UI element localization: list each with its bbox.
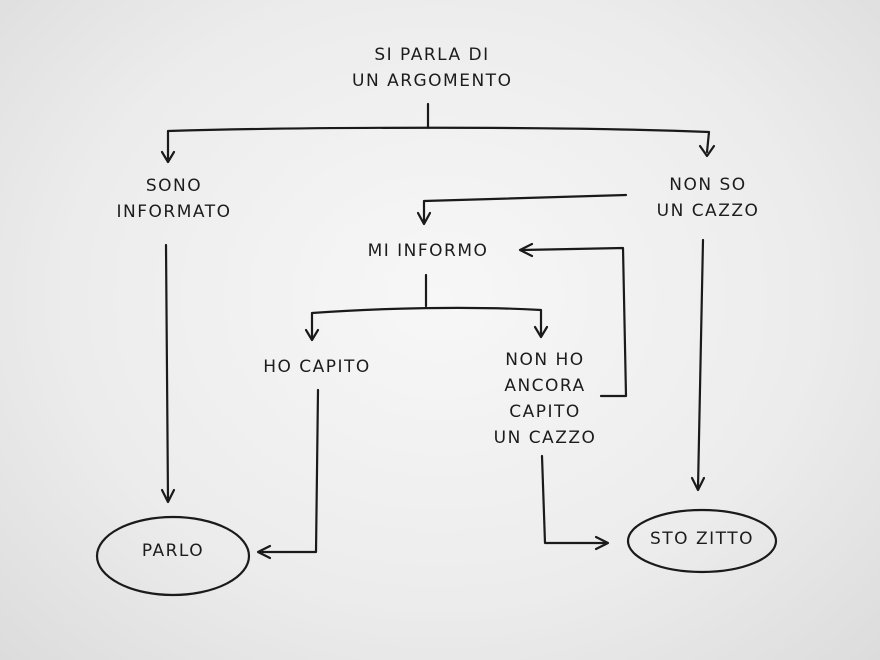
node-root: SI PARLA DI UN ARGOMENTO bbox=[352, 42, 512, 94]
node-root-line-2: UN ARGOMENTO bbox=[352, 71, 513, 91]
arrowhead-to-silent-2 bbox=[594, 535, 610, 551]
connector-not-know-to-inform bbox=[422, 193, 628, 224]
node-silent: STO ZITTO bbox=[640, 526, 764, 552]
arrowhead-loop-back bbox=[518, 242, 534, 258]
arrowhead-to-understood bbox=[304, 328, 320, 342]
node-not-understood-line-4: UN CAZZO bbox=[493, 428, 597, 448]
connector-informed-to-speak bbox=[164, 243, 170, 502]
arrowhead-understood-to-speak bbox=[256, 544, 272, 560]
node-not-understood-line-3: CAPITO bbox=[509, 402, 581, 422]
connector-root-split bbox=[166, 102, 711, 162]
node-understood-line-1: HO CAPITO bbox=[263, 357, 371, 377]
node-not-understood-line-1: NON HO bbox=[505, 350, 585, 370]
arrowhead-to-informed bbox=[160, 150, 176, 164]
connector-loop-back bbox=[520, 246, 628, 398]
silent-ellipse bbox=[626, 508, 778, 574]
node-not-understood: NON HO ANCORA CAPITO UN CAZZO bbox=[492, 347, 598, 451]
arrowhead-to-not-know bbox=[698, 144, 716, 158]
node-informed-line-2: INFORMATO bbox=[116, 202, 232, 222]
connector-not-know-to-silent bbox=[696, 238, 705, 490]
node-understood: HO CAPITO bbox=[256, 354, 378, 380]
connector-understood-to-speak bbox=[258, 388, 320, 554]
node-not-understood-line-2: ANCORA bbox=[504, 376, 586, 396]
node-inform-self: MI INFORMO bbox=[362, 238, 494, 264]
node-not-know-line-1: NON SO bbox=[669, 175, 747, 195]
arrowhead-to-silent bbox=[690, 476, 706, 492]
arrowhead-to-not-understood bbox=[533, 325, 549, 339]
node-inform-self-line-1: MI INFORMO bbox=[367, 241, 489, 261]
arrowhead-to-inform bbox=[416, 211, 432, 226]
node-root-line-1: SI PARLA DI bbox=[374, 45, 490, 65]
arrowhead-to-speak bbox=[160, 488, 176, 504]
node-speak: PARLO bbox=[118, 538, 228, 564]
node-informed-line-1: SONO bbox=[145, 176, 203, 196]
node-not-know-line-2: UN CAZZO bbox=[656, 201, 760, 221]
speak-ellipse bbox=[95, 515, 251, 597]
node-speak-line-1: PARLO bbox=[141, 541, 205, 561]
node-silent-line-1: STO ZITTO bbox=[650, 529, 754, 549]
node-not-know: NON SO UN CAZZO bbox=[648, 172, 768, 224]
connector-inform-split bbox=[310, 273, 543, 340]
node-informed: SONO INFORMATO bbox=[112, 173, 236, 225]
connector-not-understood-to-silent bbox=[540, 454, 608, 545]
